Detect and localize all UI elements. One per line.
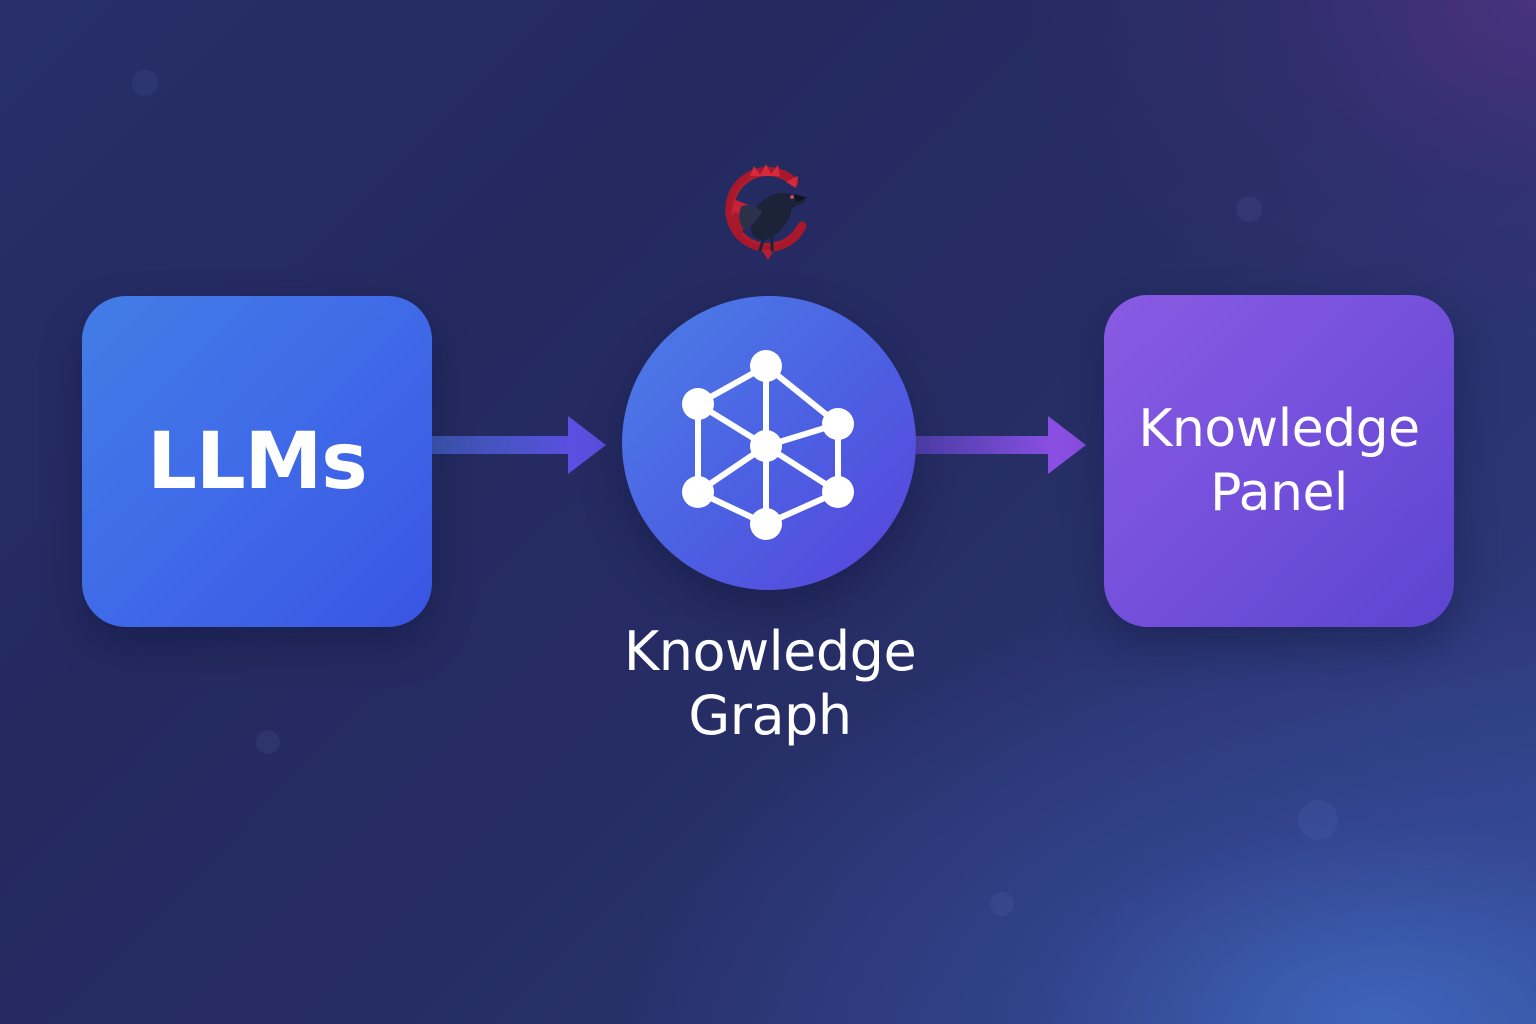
bokeh-light	[1236, 196, 1262, 222]
knowledge-panel-node: Knowledge Panel	[1104, 295, 1454, 627]
knowledge-panel-label-line2: Panel	[1210, 463, 1348, 523]
llms-label: LLMs	[147, 416, 367, 507]
arrow-llms-to-graph	[432, 416, 606, 474]
knowledge-graph-node	[622, 296, 916, 590]
bokeh-light	[256, 730, 280, 754]
knowledge-graph-label: Knowledge Graph	[570, 620, 970, 748]
bokeh-light	[990, 892, 1014, 916]
arrow-graph-to-panel	[916, 416, 1086, 474]
network-graph-icon	[682, 350, 854, 540]
knowledge-graph-label-line1: Knowledge	[623, 620, 917, 683]
bokeh-light	[1298, 800, 1338, 840]
knowledge-panel-label-line1: Knowledge	[1138, 399, 1420, 459]
knowledge-panel-label: Knowledge Panel	[1138, 397, 1420, 525]
bokeh-light	[132, 70, 158, 96]
knowledge-graph-label-line2: Graph	[688, 684, 852, 747]
crow-logo-icon	[716, 160, 820, 264]
llms-node: LLMs	[82, 296, 432, 627]
